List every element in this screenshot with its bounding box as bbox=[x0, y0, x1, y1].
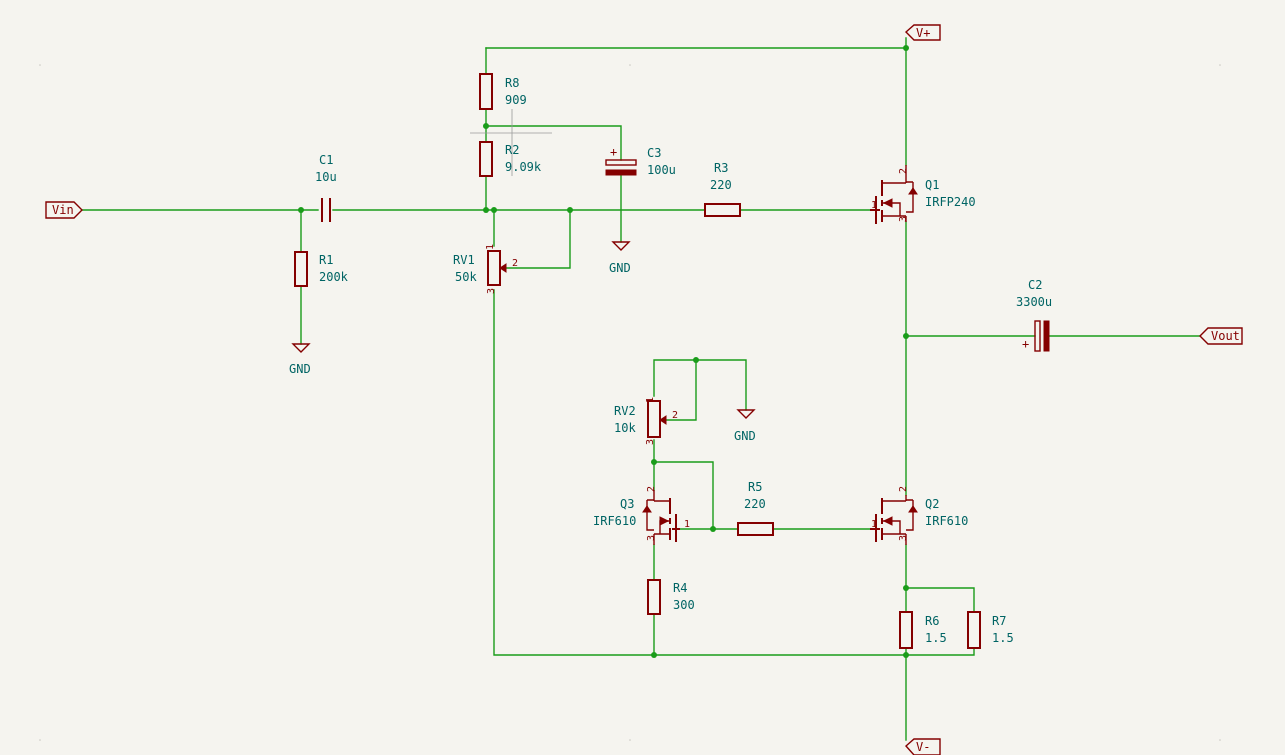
capacitor-c3[interactable]: + C3 100u bbox=[605, 145, 676, 177]
c1-ref: C1 bbox=[319, 153, 333, 167]
q1-pin2: 2 bbox=[898, 168, 909, 174]
gnd-rv2-label: GND bbox=[734, 429, 756, 443]
r5-value: 220 bbox=[744, 497, 766, 511]
resistor-r1[interactable]: R1 200k bbox=[294, 251, 349, 287]
port-vminus-label: V- bbox=[916, 740, 930, 754]
r8-ref: R8 bbox=[505, 76, 519, 90]
c3-ref: C3 bbox=[647, 146, 661, 160]
r3-ref: R3 bbox=[714, 161, 728, 175]
r5-ref: R5 bbox=[748, 480, 762, 494]
r1-value: 200k bbox=[319, 270, 349, 284]
mosfet-q1[interactable]: 1 2 3 Q1 IRFP240 bbox=[870, 165, 976, 224]
rv2-ref: RV2 bbox=[614, 404, 636, 418]
capacitor-c1[interactable]: C1 10u bbox=[315, 153, 337, 222]
rv1-pin2: 2 bbox=[512, 258, 518, 269]
q3-value: IRF610 bbox=[593, 514, 636, 528]
c2-plus: + bbox=[1022, 337, 1029, 351]
resistor-r8[interactable]: R8 909 bbox=[479, 73, 527, 110]
capacitor-c2[interactable]: + C2 3300u bbox=[1016, 278, 1052, 352]
q1-pin1: 1 bbox=[871, 200, 877, 211]
wire-q3-drain bbox=[653, 461, 714, 530]
mosfet-q2[interactable]: 1 2 3 Q2 IRF610 bbox=[870, 486, 968, 545]
port-vout-label: Vout bbox=[1211, 329, 1240, 343]
wire-vplus-rail bbox=[485, 37, 907, 166]
resistor-r6[interactable]: R6 1.5 bbox=[899, 611, 947, 649]
resistor-r3[interactable]: R3 220 bbox=[704, 161, 741, 217]
r3-value: 220 bbox=[710, 178, 732, 192]
q2-value: IRF610 bbox=[925, 514, 968, 528]
rv2-pin2: 2 bbox=[672, 410, 678, 421]
q1-ref: Q1 bbox=[925, 178, 939, 192]
potentiometer-rv2[interactable]: RV2 10k 1 2 3 bbox=[614, 397, 678, 445]
wire-to-c3 bbox=[485, 125, 622, 161]
port-vin[interactable]: Vin bbox=[45, 201, 83, 219]
q1-pin3: 3 bbox=[898, 216, 909, 222]
gnd-c3: GND bbox=[609, 241, 631, 275]
r2-ref: R2 bbox=[505, 143, 519, 157]
c2-value: 3300u bbox=[1016, 295, 1052, 309]
wire-rv1-bottom bbox=[493, 289, 907, 656]
r6-ref: R6 bbox=[925, 614, 939, 628]
rv1-pin1: 1 bbox=[485, 244, 496, 250]
rv2-value: 10k bbox=[614, 421, 636, 435]
q3-pin3: 3 bbox=[646, 535, 657, 541]
wire-rv2-wiper bbox=[663, 359, 697, 421]
gnd-r1-label: GND bbox=[289, 362, 311, 376]
wire-r7 bbox=[905, 587, 975, 656]
rv1-pin3: 3 bbox=[486, 288, 497, 294]
q2-pin1: 1 bbox=[871, 519, 877, 530]
c3-value: 100u bbox=[647, 163, 676, 177]
q1-value: IRFP240 bbox=[925, 195, 976, 209]
port-vin-label: Vin bbox=[52, 203, 74, 217]
potentiometer-rv1[interactable]: RV1 50k 1 2 3 bbox=[453, 244, 518, 294]
q3-pin2: 2 bbox=[646, 486, 657, 492]
r4-value: 300 bbox=[673, 598, 695, 612]
r1-ref: R1 bbox=[319, 253, 333, 267]
q2-pin2: 2 bbox=[898, 486, 909, 492]
resistor-r5[interactable]: R5 220 bbox=[737, 480, 774, 536]
rv2-pin3: 3 bbox=[645, 439, 656, 445]
q3-ref: Q3 bbox=[620, 497, 634, 511]
r2-value: 9.09k bbox=[505, 160, 542, 174]
wire-rv2-top bbox=[653, 359, 747, 411]
port-vout[interactable]: Vout bbox=[1199, 327, 1243, 345]
mosfet-q3[interactable]: 1 2 3 Q3 IRF610 bbox=[593, 486, 690, 545]
rv1-value: 50k bbox=[455, 270, 477, 284]
q2-pin3: 3 bbox=[898, 535, 909, 541]
gnd-c3-label: GND bbox=[609, 261, 631, 275]
q3-pin1: 1 bbox=[684, 519, 690, 530]
r7-value: 1.5 bbox=[992, 631, 1014, 645]
port-vplus-label: V+ bbox=[916, 26, 930, 40]
rv2-pin1: 1 bbox=[645, 397, 656, 403]
r8-value: 909 bbox=[505, 93, 527, 107]
wires bbox=[81, 37, 1201, 741]
junctions bbox=[298, 45, 909, 658]
r6-value: 1.5 bbox=[925, 631, 947, 645]
guide-line bbox=[470, 109, 552, 176]
gnd-r1: GND bbox=[289, 343, 311, 376]
resistor-r7[interactable]: R7 1.5 bbox=[967, 611, 1014, 649]
wire-rv1-wiper bbox=[504, 209, 571, 269]
gnd-rv2: GND bbox=[734, 409, 756, 443]
r7-ref: R7 bbox=[992, 614, 1006, 628]
resistor-r2[interactable]: R2 9.09k bbox=[479, 141, 542, 177]
rv1-ref: RV1 bbox=[453, 253, 475, 267]
grid-dots bbox=[39, 64, 1221, 741]
r4-ref: R4 bbox=[673, 581, 687, 595]
c2-ref: C2 bbox=[1028, 278, 1042, 292]
port-vplus[interactable]: V+ bbox=[904, 24, 941, 41]
c1-value: 10u bbox=[315, 170, 337, 184]
port-vminus[interactable]: V- bbox=[905, 738, 941, 755]
resistor-r4[interactable]: R4 300 bbox=[647, 579, 695, 615]
c3-plus: + bbox=[610, 145, 617, 159]
q2-ref: Q2 bbox=[925, 497, 939, 511]
